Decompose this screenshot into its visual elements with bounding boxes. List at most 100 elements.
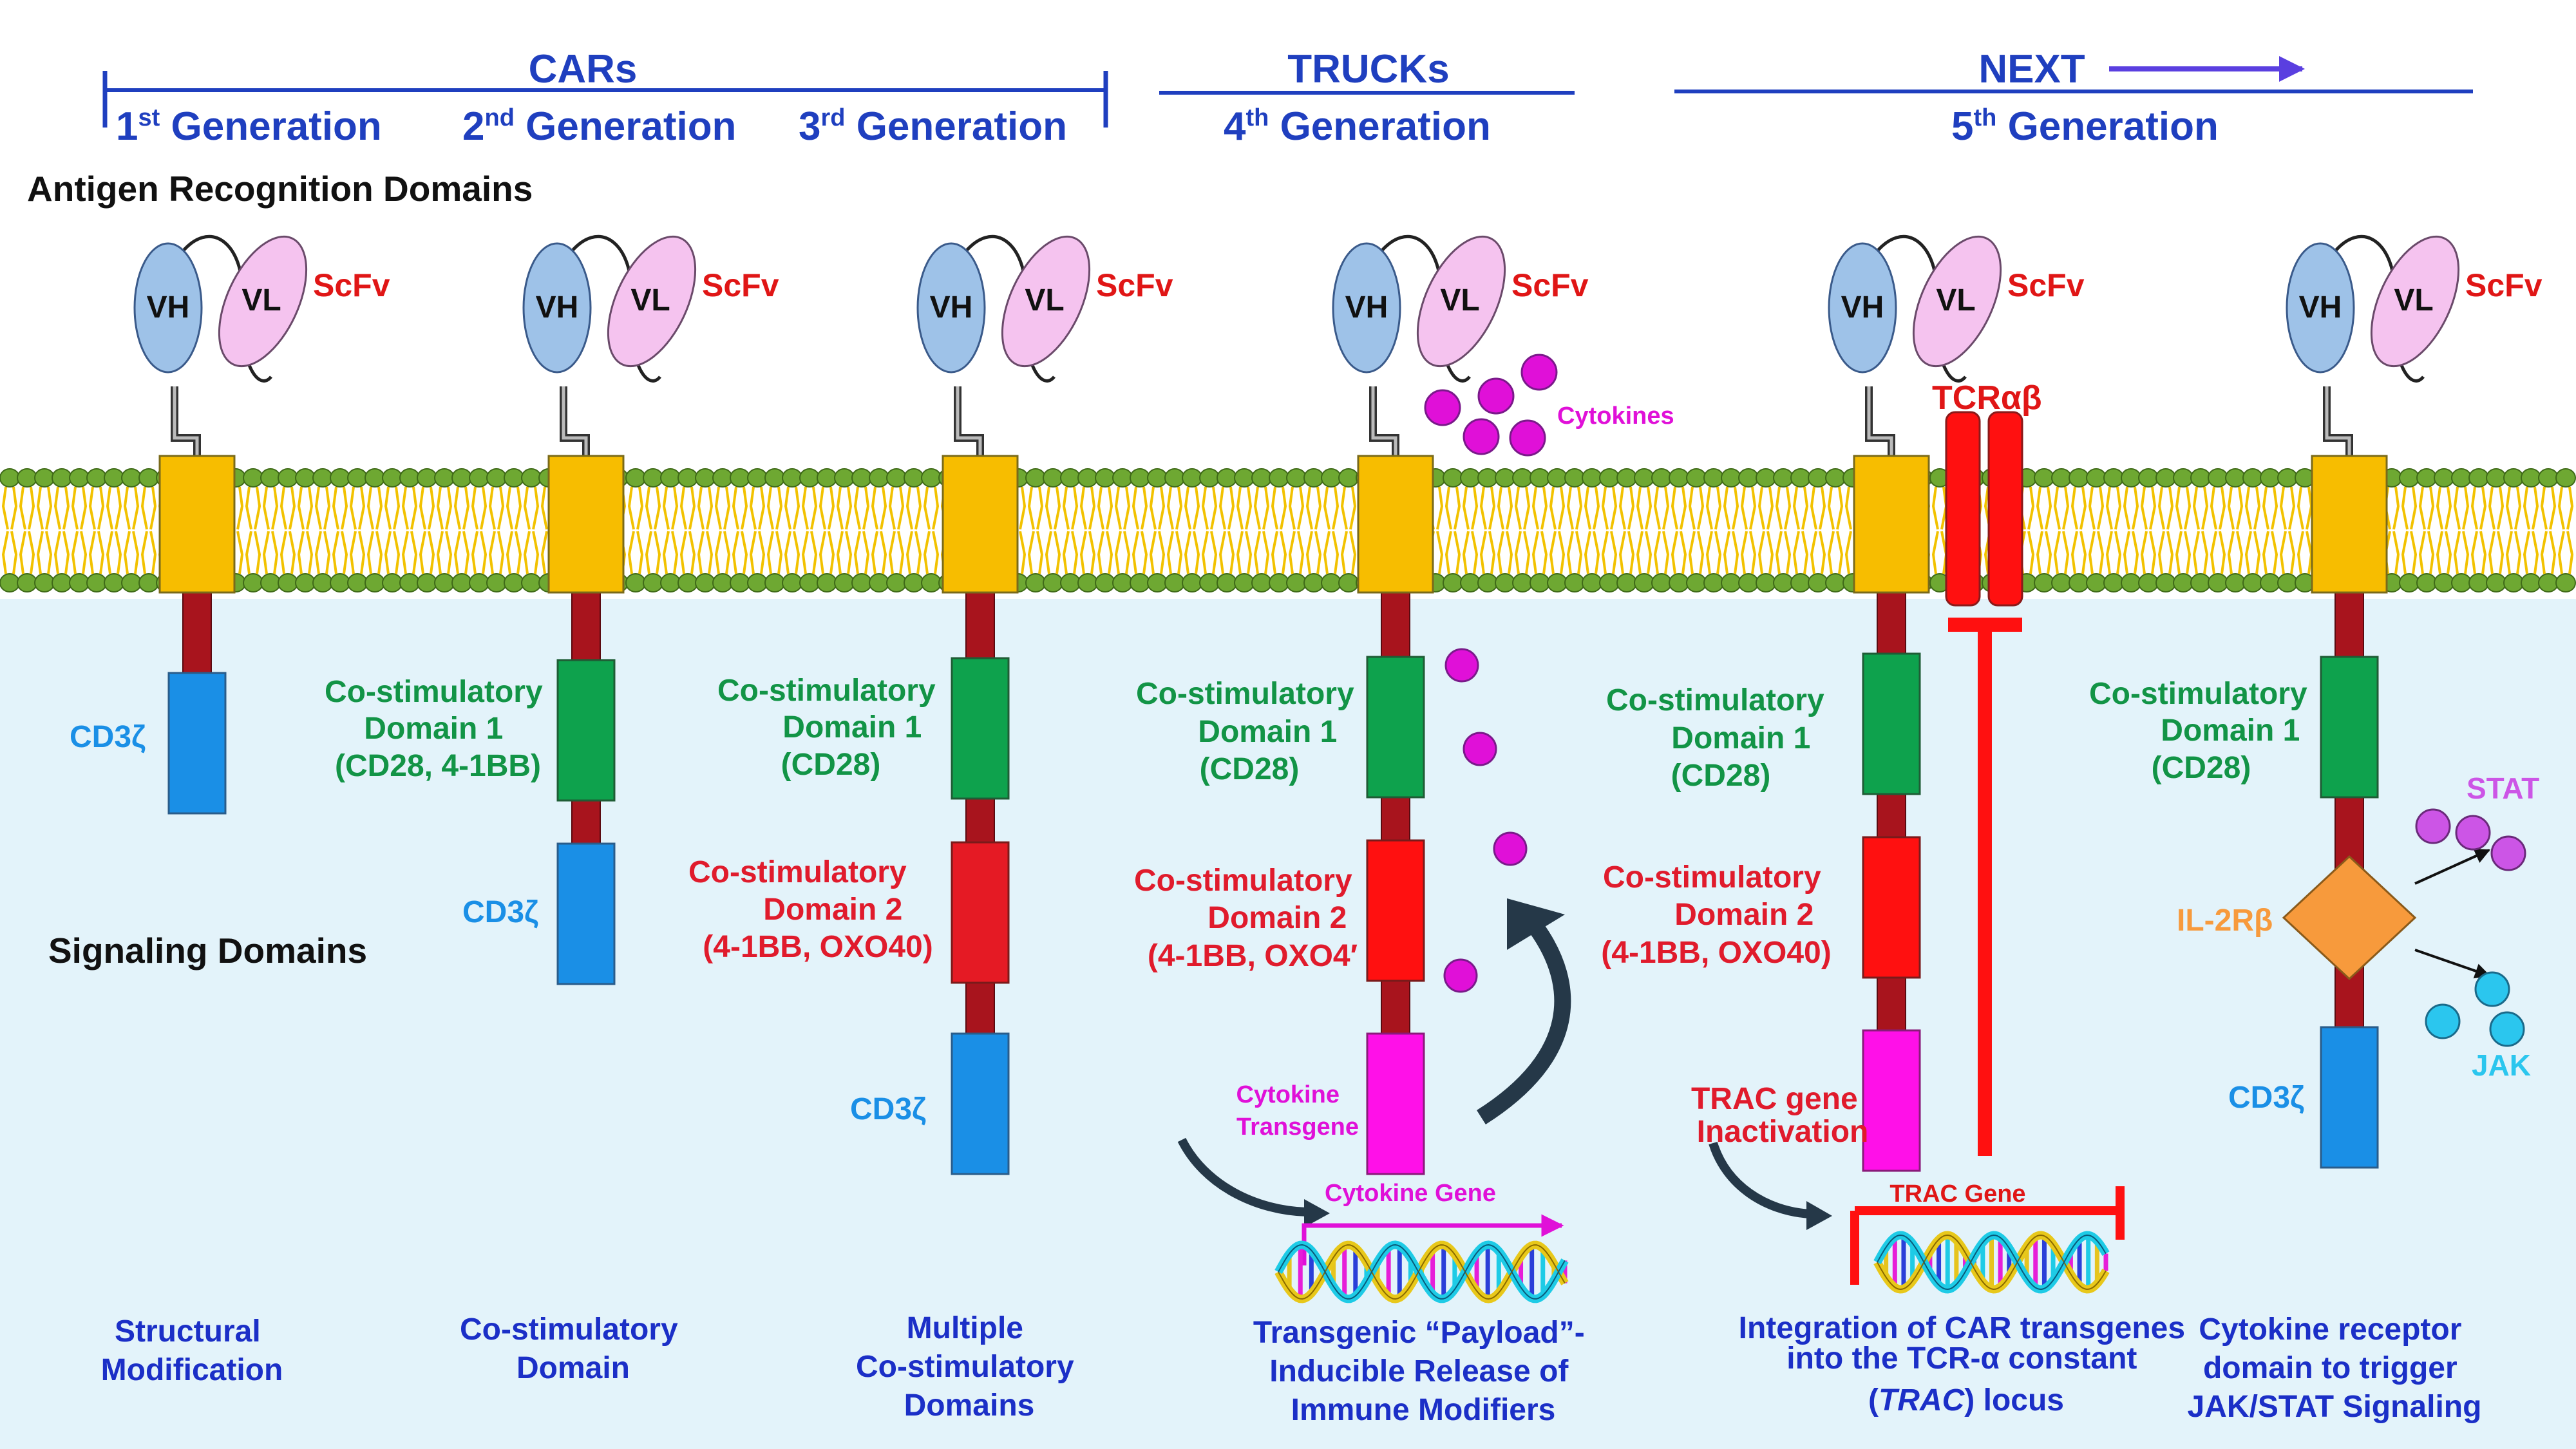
cd3-zeta-label: CD3ζ: [70, 720, 146, 754]
lipid-tail: [462, 531, 470, 574]
lipid-tail: [1323, 486, 1331, 530]
lipid-tail: [10, 531, 18, 574]
lipid-tail: [1218, 486, 1226, 530]
lipid-head: [1756, 573, 1776, 592]
lipid-tail: [1497, 531, 1504, 574]
lipid-head: [712, 573, 733, 592]
lipid-tail: [1332, 531, 1340, 574]
lipid-tail: [1749, 531, 1757, 574]
lipid-tail: [1680, 486, 1687, 530]
lipid-tail: [1836, 531, 1844, 574]
lipid-head: [469, 468, 489, 488]
lipid-tail: [2271, 486, 2278, 530]
lipid-tail: [2427, 531, 2435, 574]
lipid-tail: [532, 486, 540, 530]
lipid-tail: [1531, 531, 1539, 574]
lipid-tail: [297, 531, 305, 574]
lipid-tail: [1253, 486, 1261, 530]
lipid-head: [104, 468, 124, 488]
lipid-tail: [2514, 531, 2522, 574]
lipid-tail: [2418, 531, 2426, 574]
lipid-tail: [671, 531, 679, 574]
released-cytokine: [1443, 958, 1478, 993]
lipid-head: [138, 573, 159, 592]
lipid-head: [1060, 573, 1081, 592]
gen6-intracellular: Co-stimulatory Domain 1 (CD28) IL-2Rβ CD…: [2089, 656, 2539, 1169]
lipid-tail: [523, 531, 531, 574]
lipid-tail: [1549, 486, 1557, 530]
lipid-tail: [1827, 531, 1835, 574]
lipid-tail: [2157, 486, 2165, 530]
lipid-tail: [1045, 486, 1052, 530]
lipid-tail: [480, 531, 488, 574]
lipid-tail: [2479, 531, 2487, 574]
lipid-tail: [627, 486, 635, 530]
lipid-tail: [2470, 486, 2478, 530]
lipid-tail: [1088, 486, 1096, 530]
costim-2-label: Co-stimulatory Domain 2 (4-1BB, OXO40): [688, 855, 933, 964]
trac-arrow-head: [1806, 1201, 1832, 1230]
lipid-tail: [1827, 486, 1835, 530]
lipid-tail: [1114, 531, 1122, 574]
lipid-tail: [1506, 486, 1513, 530]
lipid-tail: [1444, 486, 1452, 530]
lipid-tail: [45, 486, 53, 530]
lipid-tail: [2088, 486, 2096, 530]
lipid-tail: [1079, 486, 1087, 530]
lipid-head: [382, 468, 402, 488]
lipid-tail: [28, 486, 35, 530]
lipid-tail: [2497, 531, 2505, 574]
lipid-head: [1599, 468, 1620, 488]
lipid-tail: [1636, 486, 1643, 530]
lipid-tail: [279, 531, 287, 574]
lipid-tail: [1662, 486, 1670, 530]
lipid-tail: [2549, 531, 2557, 574]
lipid-head: [2486, 468, 2506, 488]
lipid-head: [2086, 468, 2107, 488]
lipid-tail: [245, 531, 252, 574]
lipid-tail: [1305, 486, 1313, 530]
lipid-tail: [766, 531, 774, 574]
lipid-tail: [2505, 531, 2513, 574]
header-next: NEXT: [1674, 47, 2473, 93]
lipid-tail: [1819, 531, 1826, 574]
lipid-tail: [1323, 531, 1331, 574]
jak-molecule: [2474, 971, 2510, 1007]
lipid-head: [2486, 573, 2506, 592]
lipid-head: [2069, 468, 2089, 488]
lipid-tail: [393, 531, 401, 574]
lipid-tail: [2288, 486, 2296, 530]
lipid-tail: [410, 531, 418, 574]
caption-gen3: Multiple Co-stimulatory Domains: [856, 1311, 1083, 1423]
lipid-tail: [1627, 531, 1635, 574]
lipid-tail: [2132, 486, 2139, 530]
lipid-tail: [436, 531, 444, 574]
lipid-tail: [2445, 531, 2452, 574]
lipid-tail: [706, 531, 714, 574]
lipid-tail: [2297, 486, 2304, 530]
trac-gene-label: TRAC Gene: [1889, 1180, 2025, 1208]
lipid-tail: [793, 531, 800, 574]
gen3-label: 3rd Generation: [799, 104, 1067, 149]
lipid-tail: [453, 531, 461, 574]
lipid-tail: [2514, 486, 2522, 530]
lipid-head: [1147, 573, 1168, 592]
lipid-tail: [2123, 486, 2130, 530]
lipid-tail: [1019, 486, 1027, 530]
costim-domain-1: [951, 657, 1010, 800]
lipid-head: [521, 468, 542, 488]
lipid-tail: [393, 486, 401, 530]
lipid-head: [1112, 468, 1133, 488]
lipid-head: [2225, 468, 2246, 488]
lipid-head: [1738, 573, 1759, 592]
lipid-head: [1443, 573, 1463, 592]
lipid-tail: [2210, 486, 2217, 530]
stat-label: STAT: [2467, 772, 2539, 805]
lipid-tail: [1775, 486, 1783, 530]
scfv-label: ScFv: [1096, 267, 1173, 303]
lipid-tail: [2479, 486, 2487, 530]
lipid-head: [2208, 573, 2228, 592]
lipid-tail: [636, 486, 644, 530]
lipid-head: [86, 468, 107, 488]
